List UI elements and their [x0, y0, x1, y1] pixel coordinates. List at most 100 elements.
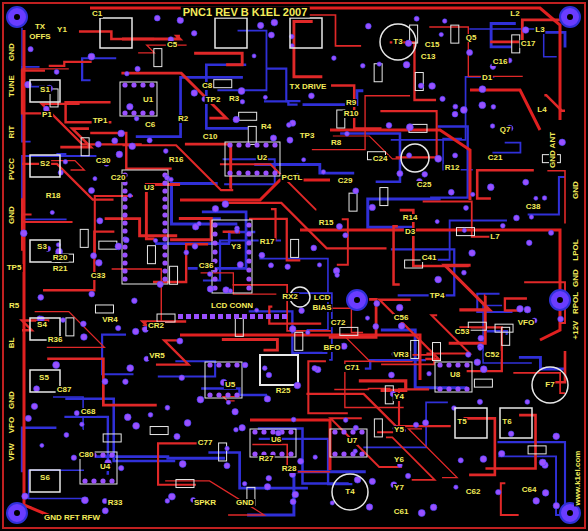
ic-footprint [212, 220, 252, 293]
ic-pad [464, 362, 469, 367]
via-pad [191, 90, 197, 96]
silkscreen-label: C20 [110, 174, 127, 182]
silkscreen-label: C21 [487, 154, 504, 162]
silkscreen-label: R12 [444, 164, 461, 172]
via-pad [257, 22, 263, 28]
silkscreen-label: C38 [525, 203, 542, 211]
via-pad [197, 396, 204, 403]
via-pad [398, 323, 405, 330]
blue-trace [363, 402, 448, 447]
silkscreen-label: R4 [260, 123, 272, 131]
silkscreen-label: L2 [509, 10, 520, 18]
ic-pad [212, 240, 217, 245]
connector-pad [258, 314, 263, 319]
via-pad [63, 160, 68, 165]
blue-trace [498, 456, 565, 515]
via-pad [179, 375, 184, 380]
part-outline [80, 229, 88, 247]
silkscreen-label: C8 [201, 82, 213, 90]
ic-pad [270, 429, 275, 434]
red-trace [449, 296, 486, 343]
via-pad [313, 455, 317, 459]
ic-pad [162, 268, 167, 273]
part-outline [157, 314, 175, 322]
silkscreen-label: LCD [313, 294, 331, 302]
via-pad [321, 170, 326, 175]
part-outline [512, 35, 520, 53]
via-pad [61, 318, 66, 323]
silkscreen-label: U5 [224, 381, 236, 389]
via-pad [311, 245, 317, 251]
via-pad [266, 475, 272, 481]
ic-pad [261, 429, 266, 434]
part-outline [433, 343, 441, 361]
red-trace [249, 219, 300, 260]
via-pad [491, 105, 496, 110]
via-pad [343, 233, 348, 238]
via-pad [174, 433, 180, 439]
ic-pad [263, 142, 268, 147]
silkscreen-label: LCD CONN [210, 302, 254, 310]
via-pad [163, 149, 168, 154]
part-outline [415, 73, 423, 91]
ic-pad [149, 110, 154, 115]
ic-pad [225, 362, 230, 367]
ic-pad [207, 392, 212, 397]
via-pad [294, 382, 301, 389]
connector-pad [266, 314, 271, 319]
via-pad [478, 335, 484, 341]
via-pad [135, 66, 140, 71]
ic-pad [446, 386, 451, 391]
via-pad [112, 138, 118, 144]
part-outline [170, 266, 178, 284]
ic-pad [162, 276, 167, 281]
via-pad [369, 478, 375, 484]
ic-pad [162, 196, 167, 201]
ic-pad [236, 170, 241, 175]
via-pad [263, 95, 267, 99]
via-pad [413, 422, 418, 427]
via-pad [147, 138, 152, 143]
ic-pad [162, 212, 167, 217]
blue-trace [391, 249, 454, 295]
silkscreen-label: C5 [166, 41, 178, 49]
ic-pad [122, 188, 127, 193]
red-trace [262, 209, 276, 239]
via-pad [309, 93, 315, 99]
via-pad [222, 201, 229, 208]
silkscreen-label: R28 [281, 465, 298, 473]
connector-pad [194, 314, 199, 319]
ic-pad [162, 220, 167, 225]
ic-pad [162, 244, 167, 249]
via-pad [335, 273, 340, 278]
ic-pad [216, 362, 221, 367]
ic-pad [455, 386, 460, 391]
silkscreen-label: R21 [52, 265, 69, 273]
via-pad [165, 499, 170, 504]
silkscreen-label: C15 [424, 41, 441, 49]
via-pad [373, 324, 379, 330]
hole-center [567, 14, 573, 20]
via-pad [207, 272, 212, 277]
via-pad [177, 17, 183, 23]
via-pad [81, 321, 87, 327]
silkscreen-label: TP3 [299, 132, 316, 140]
ic-pad [246, 249, 251, 254]
ic-pad [246, 276, 251, 281]
silkscreen-label: L4 [536, 106, 547, 114]
red-trace [289, 15, 361, 46]
via-pad [191, 31, 196, 36]
via-pad [102, 508, 108, 514]
blue-trace [102, 335, 133, 375]
silkscreen-label: SPKR [193, 499, 217, 507]
red-trace [22, 321, 49, 331]
silkscreen-label: R9 [345, 99, 357, 107]
silkscreen-label: RX2 [281, 293, 299, 301]
via-pad [125, 71, 129, 75]
silkscreen-label: C77 [197, 439, 214, 447]
hole-center [14, 14, 20, 20]
hole-center [567, 510, 573, 516]
via-pad [479, 86, 486, 93]
part-outline [154, 49, 162, 67]
via-pad [365, 316, 369, 320]
